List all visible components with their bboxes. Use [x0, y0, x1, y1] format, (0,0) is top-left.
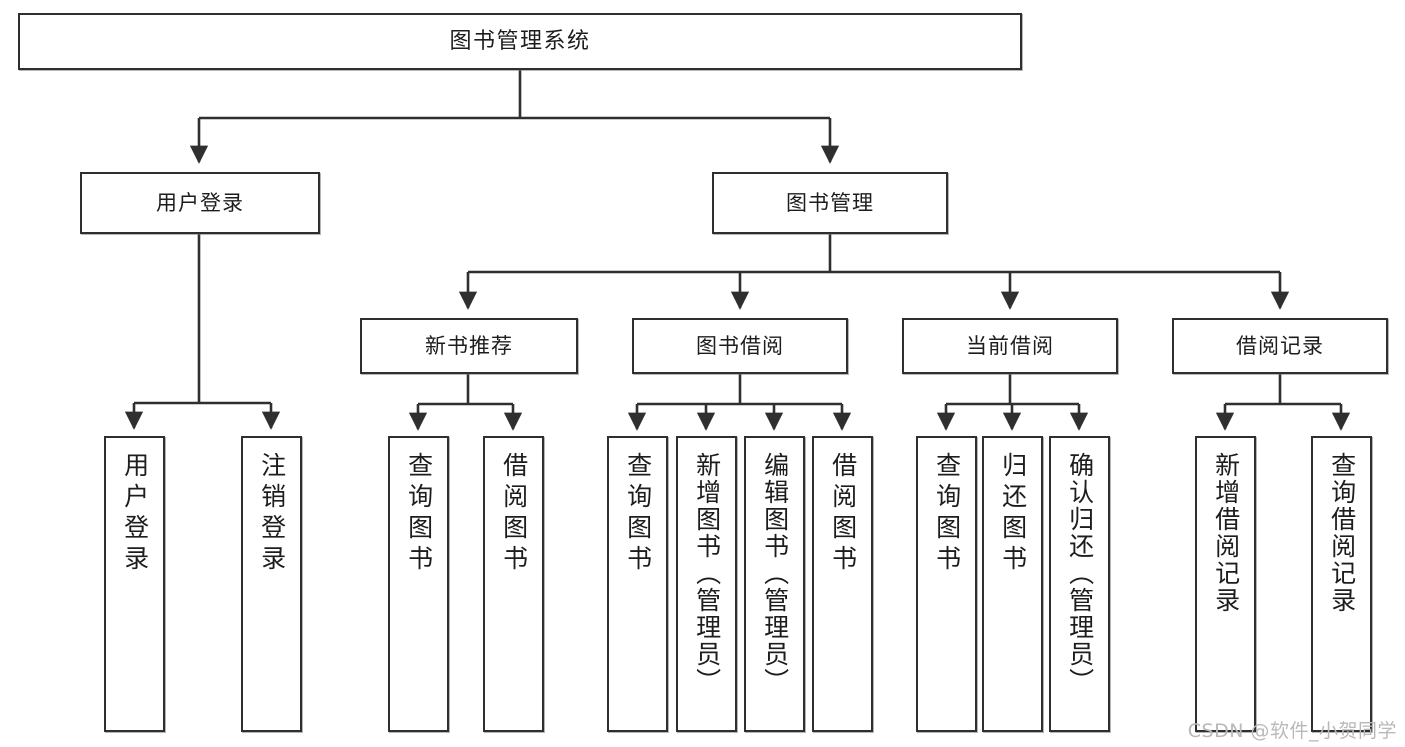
node-book-management-label: 图书管理 [786, 190, 874, 215]
leaf-user-login-logout[interactable]: 注销登录 [241, 436, 302, 732]
node-root-label: 图书管理系统 [449, 28, 591, 54]
leaf-current-borrow-query-label: 查询图书 [932, 452, 962, 576]
leaf-current-borrow-confirm-label: 确认归还（管理员） [1065, 452, 1095, 695]
leaf-borrow-record-query[interactable]: 查询借阅记录 [1311, 436, 1372, 732]
leaf-borrow-record-query-label: 查询借阅记录 [1327, 452, 1357, 614]
leaf-book-borrow-edit[interactable]: 编辑图书（管理员） [744, 436, 805, 732]
leaf-new-book-borrow[interactable]: 借阅图书 [483, 436, 544, 732]
leaf-new-book-query-label: 查询图书 [404, 452, 434, 576]
leaf-book-borrow-add-label: 新增图书（管理员） [692, 452, 722, 695]
leaf-user-login-login[interactable]: 用户登录 [104, 436, 165, 732]
leaf-current-borrow-return-label: 归还图书 [998, 452, 1028, 576]
node-new-book-recommend[interactable]: 新书推荐 [360, 318, 578, 374]
node-book-management[interactable]: 图书管理 [712, 172, 948, 234]
leaf-book-borrow-query[interactable]: 查询图书 [607, 436, 668, 732]
leaf-current-borrow-return[interactable]: 归还图书 [982, 436, 1043, 732]
node-current-borrow-label: 当前借阅 [966, 333, 1054, 358]
node-current-borrow[interactable]: 当前借阅 [902, 318, 1118, 374]
node-book-borrow[interactable]: 图书借阅 [632, 318, 848, 374]
leaf-user-login-logout-label: 注销登录 [257, 452, 287, 576]
node-root[interactable]: 图书管理系统 [18, 13, 1022, 70]
leaf-book-borrow-edit-label: 编辑图书（管理员） [760, 452, 790, 695]
node-new-book-recommend-label: 新书推荐 [425, 333, 513, 358]
leaf-borrow-record-add[interactable]: 新增借阅记录 [1195, 436, 1256, 732]
node-borrow-record-label: 借阅记录 [1236, 333, 1324, 358]
leaf-current-borrow-confirm[interactable]: 确认归还（管理员） [1049, 436, 1110, 732]
leaf-borrow-record-add-label: 新增借阅记录 [1211, 452, 1241, 614]
leaf-book-borrow-borrow-label: 借阅图书 [828, 452, 858, 576]
node-book-borrow-label: 图书借阅 [696, 333, 784, 358]
leaf-user-login-login-label: 用户登录 [120, 452, 150, 576]
leaf-book-borrow-borrow[interactable]: 借阅图书 [812, 436, 873, 732]
node-borrow-record[interactable]: 借阅记录 [1172, 318, 1388, 374]
leaf-new-book-query[interactable]: 查询图书 [388, 436, 449, 732]
node-user-login-label: 用户登录 [156, 190, 244, 215]
leaf-book-borrow-add[interactable]: 新增图书（管理员） [676, 436, 737, 732]
node-user-login[interactable]: 用户登录 [80, 172, 320, 234]
leaf-new-book-borrow-label: 借阅图书 [499, 452, 529, 576]
watermark: CSDN @软件_小贺同学 [1187, 720, 1397, 742]
leaf-book-borrow-query-label: 查询图书 [623, 452, 653, 576]
leaf-current-borrow-query[interactable]: 查询图书 [916, 436, 977, 732]
